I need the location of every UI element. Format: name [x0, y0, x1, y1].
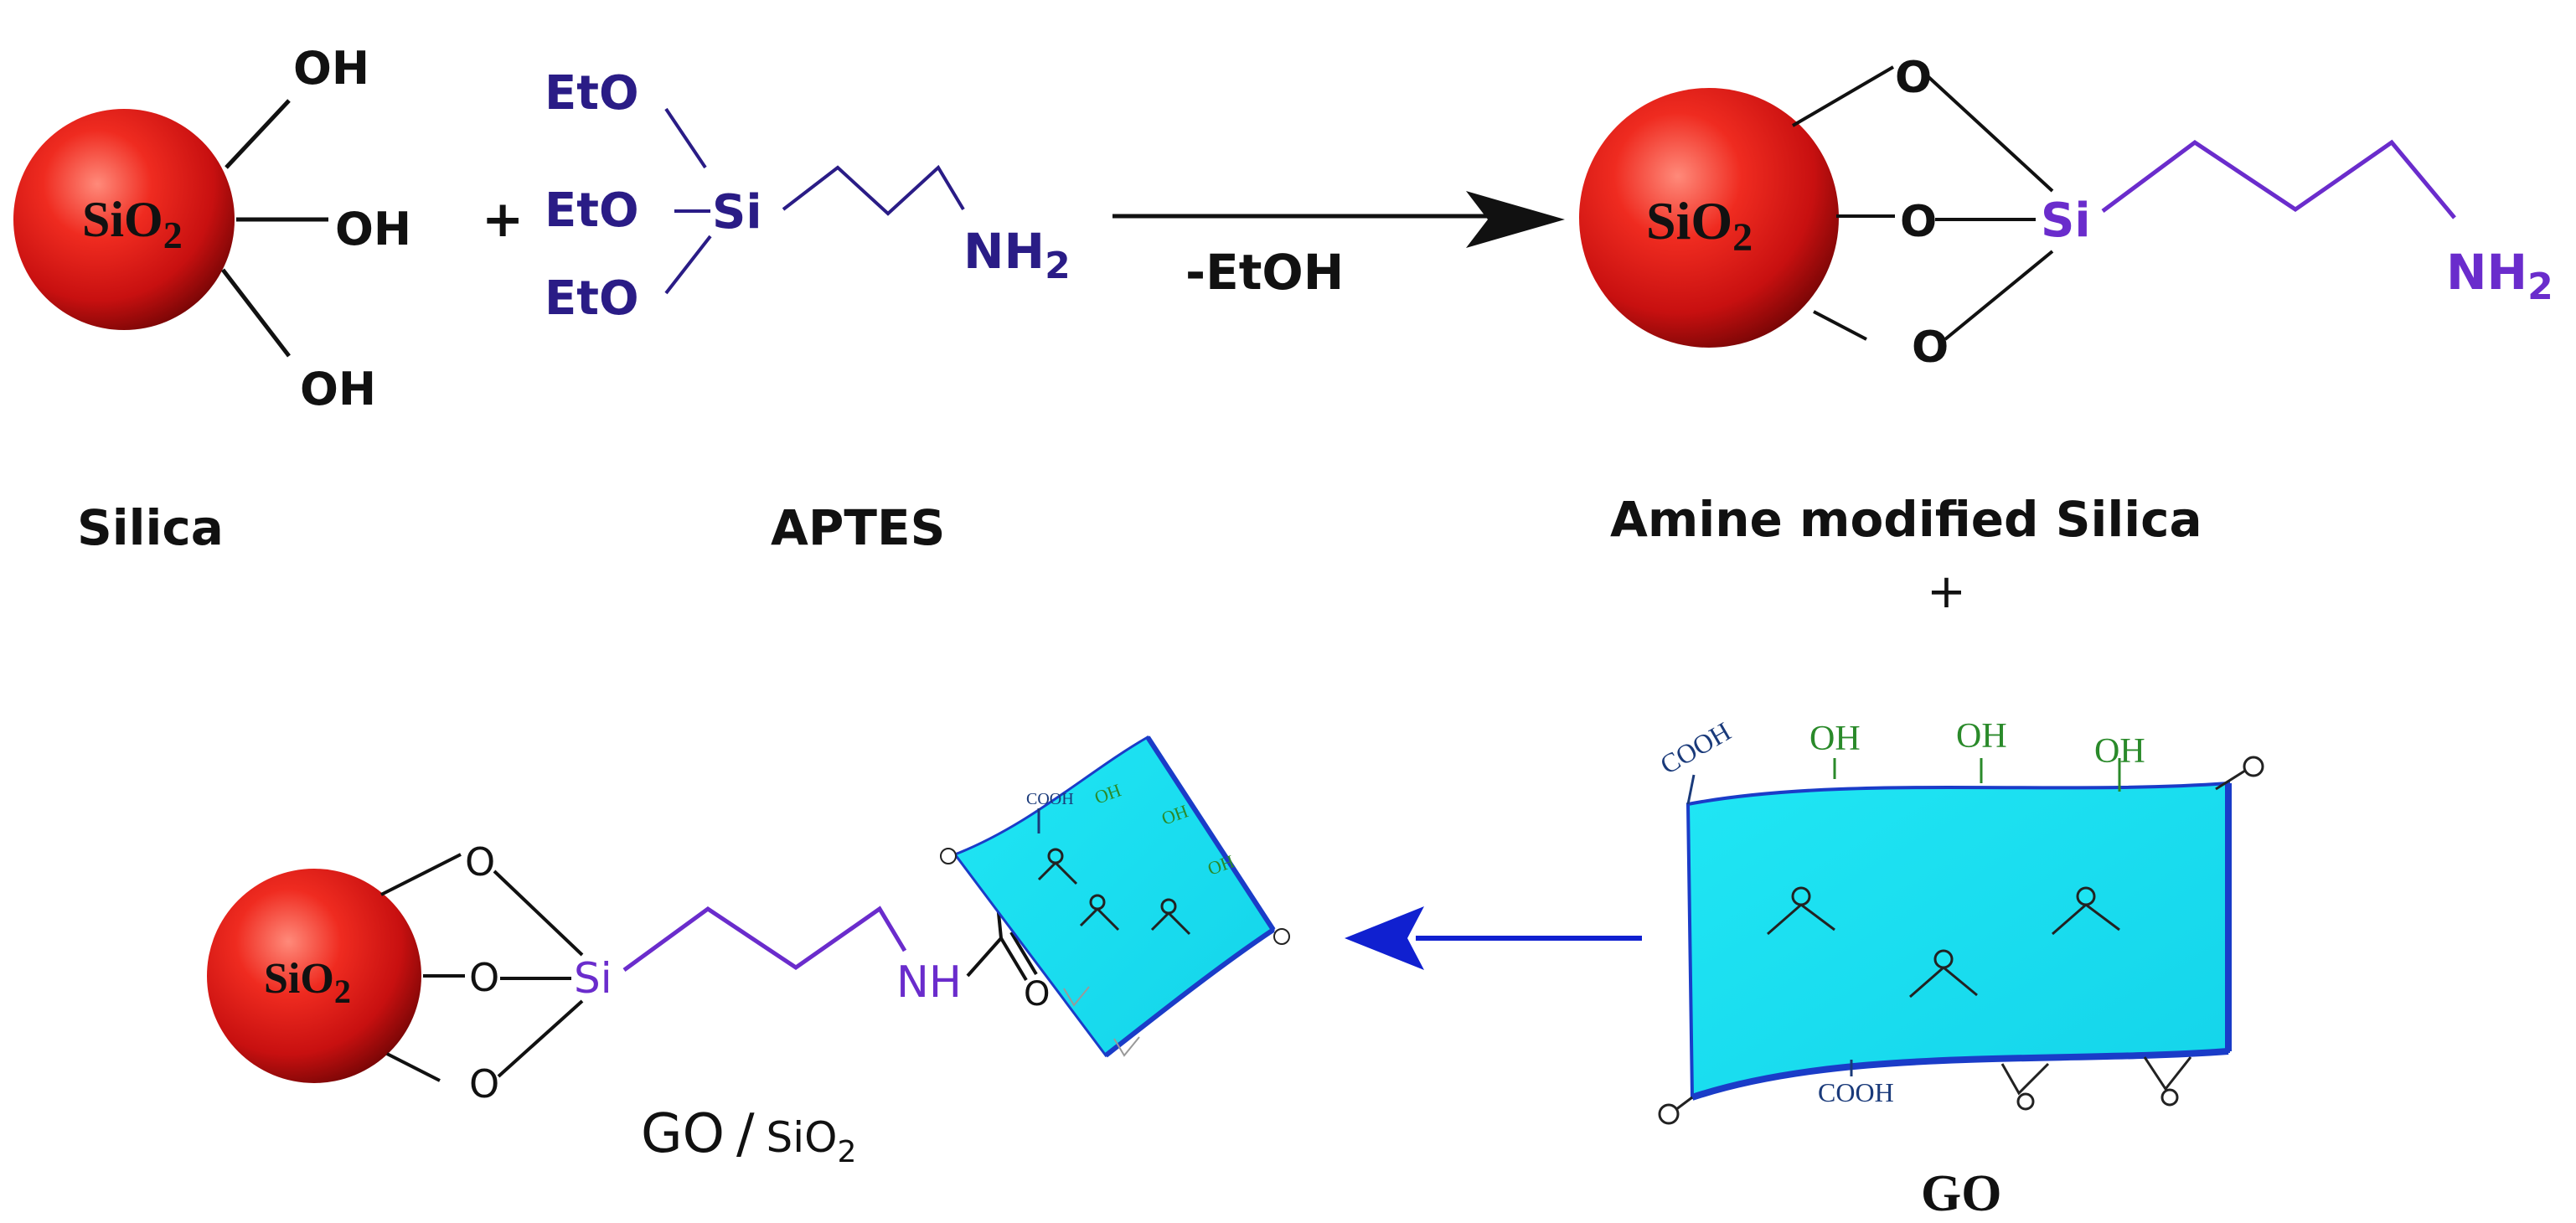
aptes-nh: NH — [963, 223, 1045, 280]
go-edge-o-bond-1 — [2215, 769, 2246, 791]
amine-propyl-chain — [2101, 139, 2456, 219]
aptes-nh-sub: 2 — [1045, 245, 1071, 287]
amine-o-bond-3 — [1813, 310, 1867, 341]
product-sheet-bottom-epoxides — [1063, 986, 1140, 1057]
go-sheet: OH OH OH COOH COOH GO — [1655, 716, 2264, 1222]
reaction-arrow-2 — [1345, 906, 1642, 970]
amine-nh-sub: 2 — [2527, 266, 2553, 308]
go-cooh-2: COOH — [1818, 1077, 1894, 1107]
amine-o-3: O — [1912, 323, 1949, 373]
aptes-bond-1 — [664, 107, 707, 169]
go-name: GO — [1921, 1165, 2001, 1222]
product-name-slash: / — [736, 1103, 755, 1165]
amine-o-1: O — [1895, 53, 1932, 103]
silica-oh-bond-3 — [221, 268, 291, 358]
aptes-si: Si — [712, 185, 762, 240]
svg-text:SiO2: SiO2 — [264, 955, 351, 1010]
product-o-bond-3 — [386, 1052, 441, 1082]
product-o-1: O — [465, 839, 495, 885]
amide-c-o-bond — [999, 937, 1028, 982]
go-oh-3: OH — [2094, 732, 2145, 771]
go-edge-o-1 — [2243, 756, 2264, 777]
arrow-label-eto: -EtOH — [1185, 244, 1344, 301]
aptes-eto-2: EtO — [545, 183, 639, 238]
go-edge-o-2 — [1658, 1103, 1680, 1125]
svg-text:SiO2: SiO2 — [82, 192, 183, 256]
go-cooh-stem-1 — [1686, 774, 1696, 805]
svg-text:SiO2: SiO2 — [1646, 191, 1753, 260]
go-edge-o-bond-2 — [1675, 1096, 1693, 1112]
go-oh-2: OH — [1956, 717, 2007, 756]
svg-text:NH2: NH2 — [963, 223, 1071, 287]
go-sheet-body — [1685, 781, 2230, 1100]
go-sheet-bottom-edge — [1691, 1048, 2229, 1101]
aptes-bond-3 — [664, 235, 712, 295]
product-sheet-bottom-edge — [1104, 927, 1275, 1058]
product-sheet-right-edge — [1145, 735, 1276, 931]
amine-o-bond-1 — [1791, 65, 1895, 127]
amine-silica-sphere — [1579, 88, 1839, 348]
product-name-sub: 2 — [838, 1135, 857, 1169]
amine-si: Si — [2041, 194, 2091, 248]
product-o-3: O — [469, 1061, 499, 1107]
carbonyl-o: O — [1024, 975, 1050, 1014]
go-oh-1: OH — [1809, 720, 1861, 758]
go-sio2-product: SiO2 O O O Si NH O COOH — [207, 735, 1290, 1169]
amine-silica-molecule: SiO2 O O O Si NH2 Amine modified Silica — [1579, 53, 2553, 548]
reaction-arrow-1: -EtOH — [1112, 191, 1565, 301]
product-si-bond-1 — [493, 870, 584, 957]
go-bottom-epoxides — [2000, 1056, 2192, 1111]
aptes-eto-1: EtO — [545, 66, 639, 121]
go-cooh-1: COOH — [1655, 716, 1737, 781]
amide-c-o-bond-double — [1009, 931, 1038, 976]
silica-core-sub: 2 — [163, 214, 183, 256]
amine-silica-name: Amine modified Silica — [1610, 491, 2202, 548]
svg-text:GO/SiO2: GO/SiO2 — [641, 1103, 856, 1169]
product-sphere — [207, 869, 421, 1083]
silica-oh-bond-1 — [225, 99, 291, 169]
product-o-bond-1 — [380, 853, 462, 896]
silica-name: Silica — [77, 499, 224, 556]
amine-si-bond-3 — [1944, 250, 2054, 341]
silica-core-label: SiO — [82, 192, 163, 247]
amine-si-bond-1 — [1925, 74, 2054, 193]
amide-bond-1 — [966, 937, 1003, 978]
plus-sign-2: + — [1927, 565, 1966, 619]
amine-silica-core-sub: 2 — [1732, 215, 1753, 260]
silica-oh-2: OH — [335, 203, 411, 255]
silica-oh-3: OH — [300, 363, 376, 415]
aptes-eto-3: EtO — [545, 271, 639, 326]
silica-sphere — [13, 109, 235, 330]
aptes-name: APTES — [771, 499, 945, 556]
aptes-molecule: EtO EtO EtO Si NH2 APTES — [545, 66, 1071, 556]
product-name-sio: SiO — [767, 1113, 838, 1162]
product-sheet-cooh: COOH — [1026, 790, 1074, 808]
product-core-label: SiO — [264, 955, 334, 1003]
product-propyl-chain — [622, 906, 907, 973]
amine-silica-core-label: SiO — [1646, 191, 1732, 250]
product-name-go: GO — [641, 1103, 725, 1165]
silica-oh-1: OH — [293, 42, 369, 95]
aptes-propyl-chain — [782, 164, 965, 216]
amine-o-2: O — [1900, 197, 1937, 247]
product-nh: NH — [896, 957, 962, 1008]
go-epoxide-groups — [1767, 886, 2120, 999]
product-core-sub: 2 — [334, 973, 351, 1010]
product-si-bond-3 — [497, 999, 584, 1078]
product-sheet-edge-o-2 — [1273, 928, 1290, 945]
silica-molecule: SiO2 OH OH OH Silica — [13, 42, 411, 556]
product-sheet-epoxides — [1037, 848, 1191, 936]
product-go-sheet: COOH OH OH OH — [940, 735, 1290, 1058]
svg-text:NH2: NH2 — [2446, 244, 2553, 308]
product-sheet-edge-o-1 — [940, 848, 957, 864]
plus-sign-1: + — [482, 190, 524, 249]
product-si: Si — [574, 954, 612, 1003]
amine-nh: NH — [2446, 244, 2527, 301]
product-o-2: O — [469, 955, 499, 1000]
